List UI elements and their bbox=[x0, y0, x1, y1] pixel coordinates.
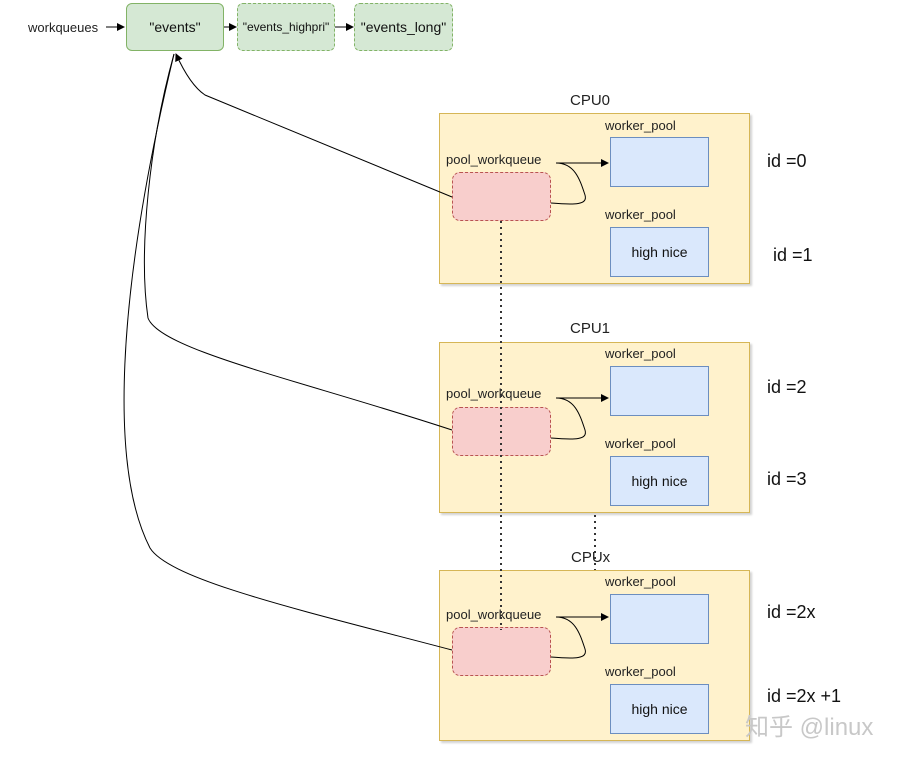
queue-events[interactable]: "events" bbox=[126, 3, 224, 51]
cpu0-pool-label-1: worker_pool bbox=[605, 207, 676, 222]
cpu0-id-0: id =0 bbox=[767, 151, 807, 171]
cpu0-worker-pool-0[interactable] bbox=[610, 137, 709, 187]
cpux-id-0: id =2x bbox=[767, 602, 816, 622]
loop-cpu1 bbox=[550, 397, 586, 440]
cpu1-worker-pool-0[interactable] bbox=[610, 366, 709, 416]
cpu1-id-0: id =2 bbox=[767, 377, 807, 397]
workqueues-label: workqueues bbox=[28, 20, 99, 35]
cpu1-id-1: id =3 bbox=[767, 469, 807, 489]
cpux-title: CPUx bbox=[571, 549, 611, 566]
cpux-id-1: id =2x +1 bbox=[767, 686, 842, 706]
cpu1-pool-workqueue-label: pool_workqueue bbox=[446, 386, 542, 401]
cpu1-pool-label-1: worker_pool bbox=[605, 436, 676, 451]
cpux-worker-pool-1[interactable]: high nice bbox=[610, 684, 709, 734]
watermark-text: 知乎 @linux bbox=[745, 714, 874, 741]
cpux-pool-label-0: worker_pool bbox=[605, 574, 676, 589]
queue-events-long[interactable]: "events_long" bbox=[354, 3, 453, 51]
cpu0-id-1: id =1 bbox=[773, 245, 813, 265]
curve-cpu1-to-events bbox=[143, 53, 453, 431]
cpu1-worker-pool-1[interactable]: high nice bbox=[610, 456, 709, 506]
cpu0-title: CPU0 bbox=[570, 92, 611, 109]
loop-cpux bbox=[550, 616, 586, 659]
cpu1-title: CPU1 bbox=[570, 320, 611, 337]
loop-cpu0 bbox=[550, 162, 586, 205]
curve-cpu0-to-events bbox=[175, 53, 453, 198]
cpux-pool-workqueue-label: pool_workqueue bbox=[446, 607, 542, 622]
cpux-pool-label-1: worker_pool bbox=[605, 664, 676, 679]
cpu0-pool-workqueue[interactable] bbox=[452, 172, 551, 221]
cpu0-pool-workqueue-label: pool_workqueue bbox=[446, 152, 542, 167]
cpu1-pool-label-0: worker_pool bbox=[605, 346, 676, 361]
cpux-pool-workqueue[interactable] bbox=[452, 627, 551, 676]
cpu0-pool-label-0: worker_pool bbox=[605, 118, 676, 133]
cpux-worker-pool-0[interactable] bbox=[610, 594, 709, 644]
cpu0-worker-pool-1[interactable]: high nice bbox=[610, 227, 709, 277]
curve-cpux-to-events bbox=[123, 53, 453, 651]
queue-events-highpri[interactable]: "events_highpri" bbox=[237, 3, 335, 51]
